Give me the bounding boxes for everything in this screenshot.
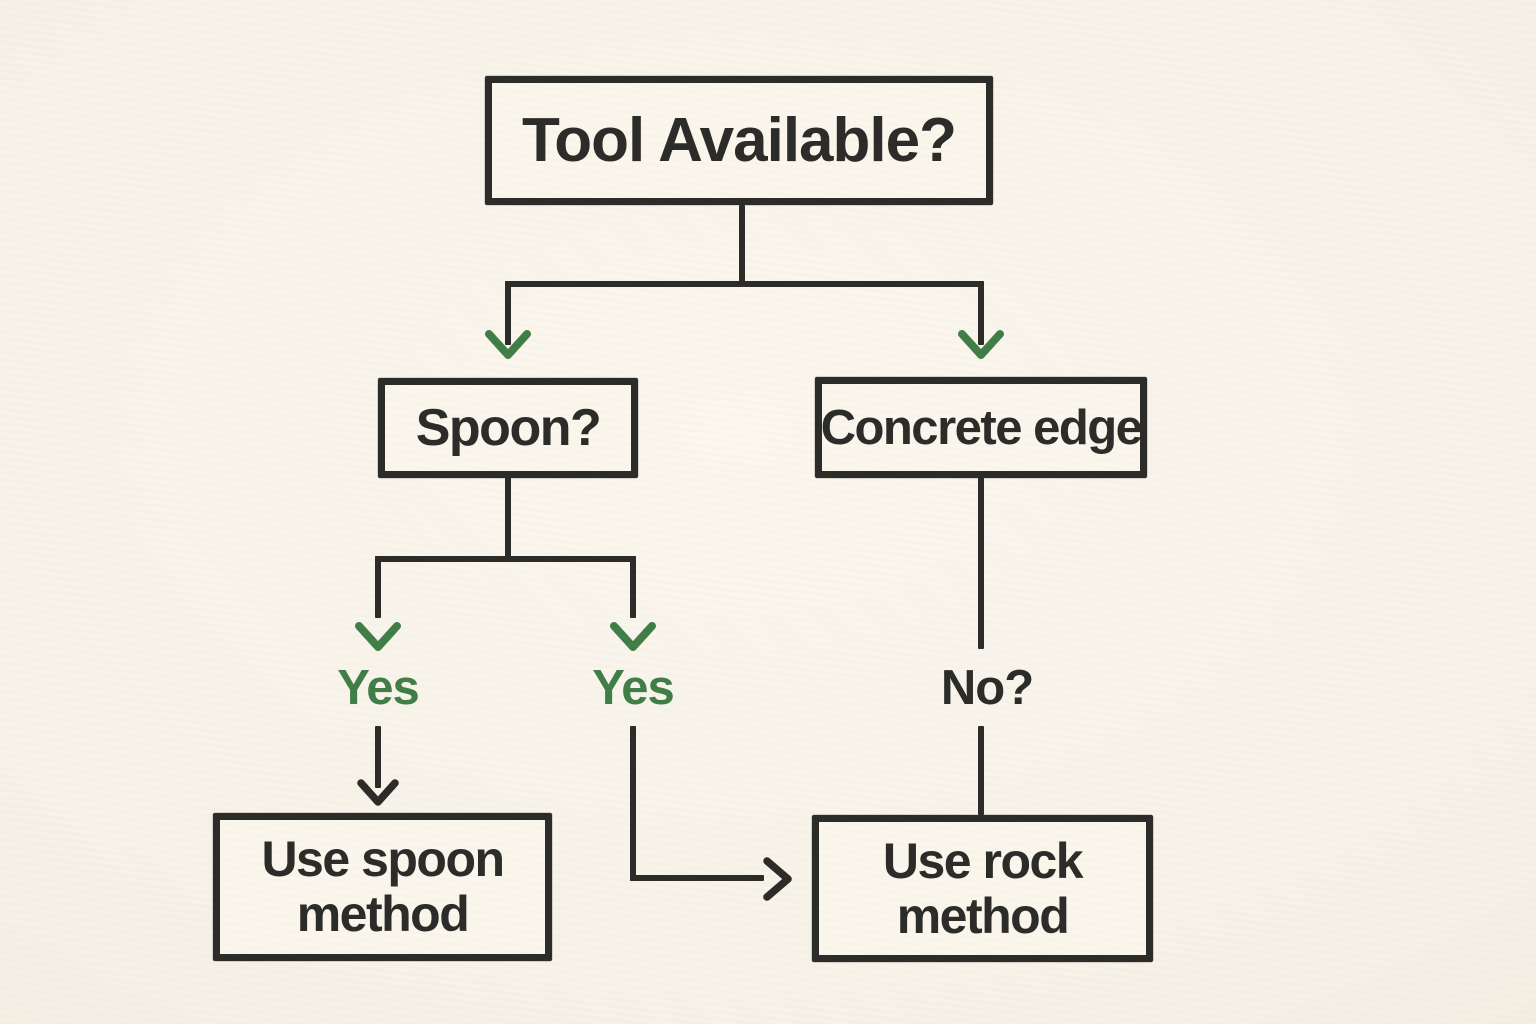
node-spoon-label: Spoon?: [415, 399, 602, 457]
node-use-spoon-method: Use spoon method: [213, 813, 552, 961]
arrowhead-down-icon: [357, 779, 399, 806]
node-concrete-edge: Concrete edge: [815, 377, 1147, 478]
connector-yes-left-to-spoon-method: [375, 726, 381, 788]
connector-drop-yes-left: [375, 556, 381, 618]
arrowhead-down-icon: [958, 330, 1004, 359]
connector-root-stem: [739, 205, 745, 287]
arrowhead-right-icon: [763, 857, 792, 901]
node-use-rock-method: Use rock method: [812, 815, 1153, 962]
node-spoon: Spoon?: [378, 378, 638, 478]
connector-drop-to-spoon: [505, 281, 511, 345]
connector-spoon-stem: [505, 477, 511, 562]
node-tool-available-label: Tool Available?: [522, 106, 957, 175]
connector-no-to-rock-method: [978, 726, 984, 815]
edge-label-yes-left: Yes: [337, 661, 419, 715]
node-concrete-edge-label: Concrete edge: [820, 400, 1143, 455]
arrowhead-down-icon: [485, 330, 531, 359]
connector-drop-yes-right: [630, 556, 636, 618]
node-use-spoon-method-label: Use spoon method: [261, 831, 505, 942]
edge-label-no: No?: [940, 661, 1034, 715]
node-use-rock-method-label: Use rock method: [882, 832, 1084, 944]
edge-label-yes-right: Yes: [592, 661, 674, 715]
connector-drop-to-concrete: [978, 281, 984, 345]
connector-branch1-horizontal: [505, 281, 984, 287]
connector-yes-right-down: [630, 726, 636, 881]
arrowhead-down-icon: [610, 622, 656, 651]
arrowhead-down-icon: [355, 622, 401, 651]
node-tool-available: Tool Available?: [485, 76, 993, 205]
connector-yes-right-across: [630, 875, 764, 881]
connector-branch2-horizontal: [375, 556, 636, 562]
connector-concrete-stem: [978, 477, 984, 649]
